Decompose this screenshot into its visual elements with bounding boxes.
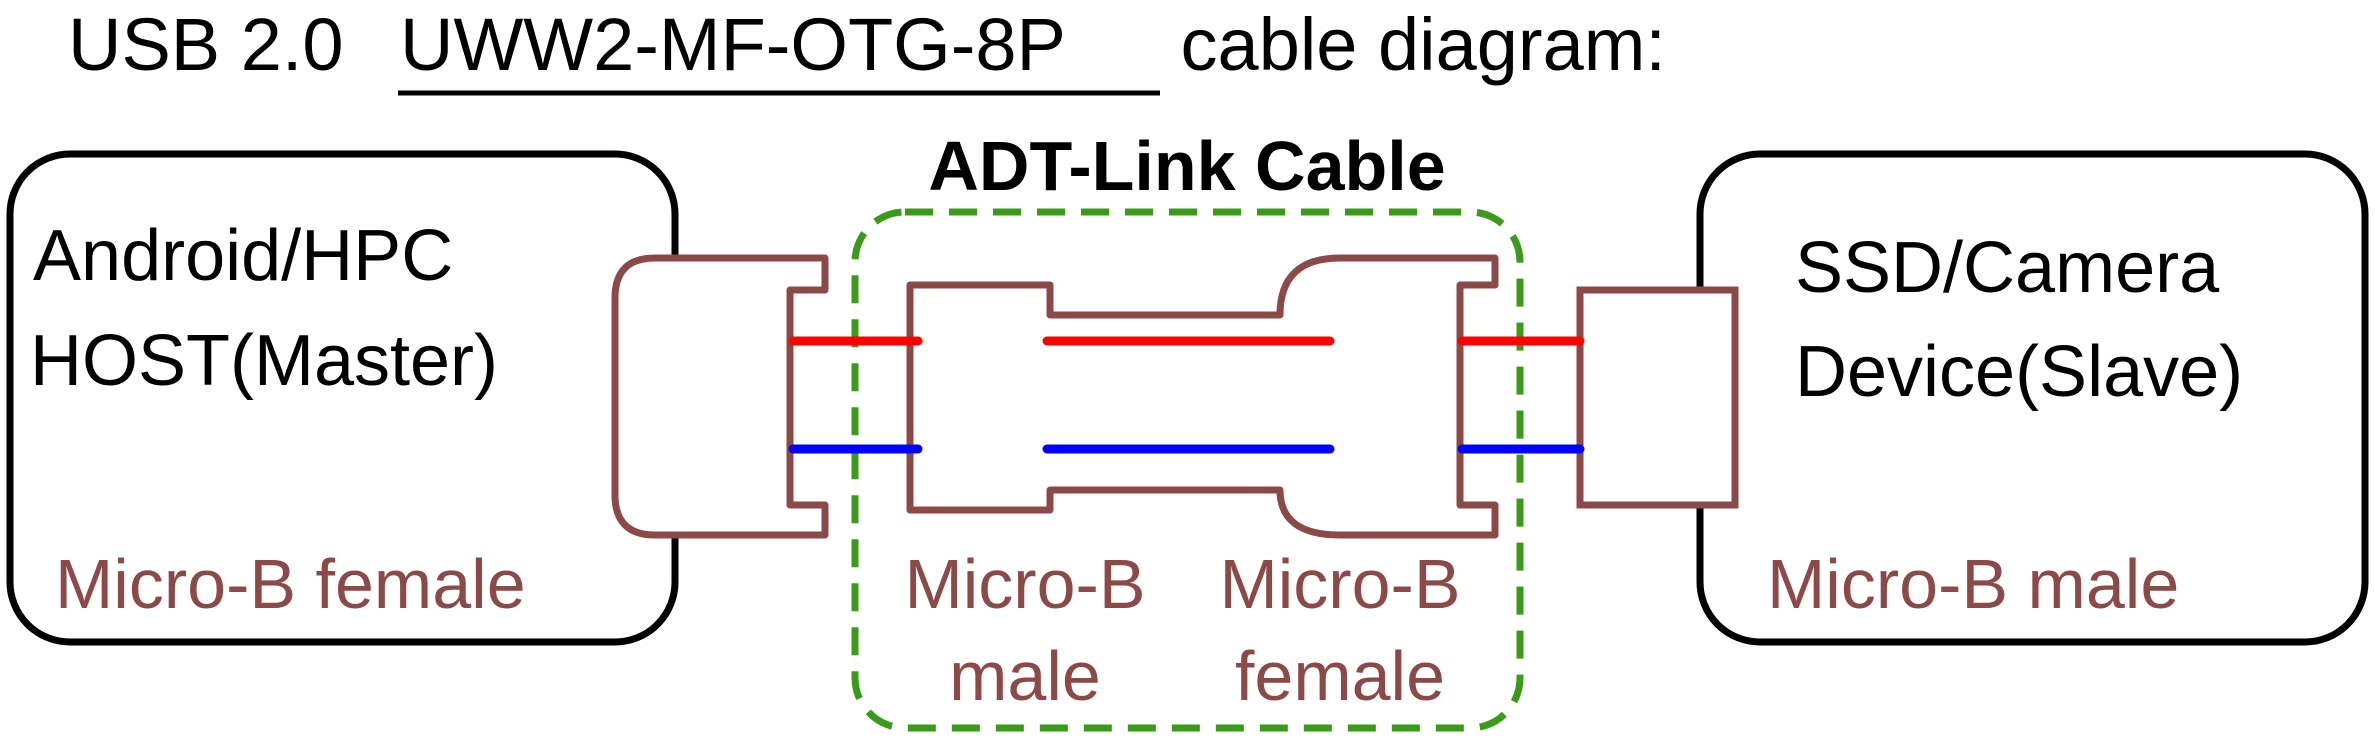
device-title-line2: Device(Slave): [1795, 332, 2243, 412]
host-title-line1: Android/HPC: [33, 216, 453, 296]
device-connector-label: Micro-B male: [1767, 545, 2179, 623]
device-male-plug: [1576, 286, 1739, 509]
cable-left-end-label-line2: male: [949, 637, 1101, 715]
cable-right-end-label-line2: female: [1235, 637, 1445, 715]
host-female-connector: [611, 254, 829, 539]
cable-right-end-label-line1: Micro-B: [1219, 545, 1460, 623]
cable-left-end-label-line1: Micro-B: [904, 545, 1145, 623]
adt-cable-label: ADT-Link Cable: [928, 127, 1445, 205]
title-suffix: cable diagram:: [1160, 3, 1666, 86]
adt-cable-outline: [851, 208, 1524, 732]
title-model: UWW2-MF-OTG-8P: [400, 3, 1066, 86]
title-prefix: USB 2.0: [68, 3, 364, 86]
host-title-line2: HOST(Master): [30, 321, 498, 401]
adt-cable-body: [906, 254, 1499, 539]
device-title-line1: SSD/Camera: [1795, 228, 2220, 308]
host-connector-label: Micro-B female: [55, 545, 526, 623]
